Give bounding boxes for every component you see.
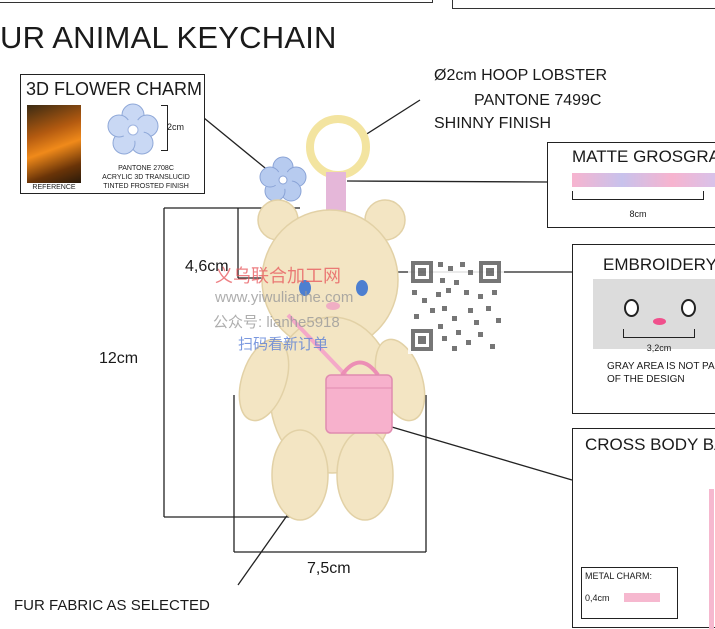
embroidery-note-2: OF THE DESIGN: [607, 374, 685, 385]
head-width-label: 4,6cm: [185, 258, 229, 275]
watermark-line-4: 扫码看新订单: [238, 336, 329, 353]
crossbody-leader-line: [384, 424, 573, 481]
top-right-frame-edge: [452, 0, 715, 9]
metal-charm-size: 0,4cm: [585, 593, 610, 603]
bear-nose: [326, 302, 340, 310]
bear-eye-right: [356, 280, 368, 296]
flower-size: 2cm: [167, 122, 185, 132]
width-label: 7,5cm: [307, 560, 351, 577]
embroidery-eye-left: [624, 299, 639, 317]
flower-charm-illustration: [259, 156, 307, 202]
flower-charm-icon: [107, 103, 159, 155]
crossbody-strap-preview: [709, 489, 714, 629]
flower-charm-box: 3D FLOWER CHARM REFERENCE 2cm PANTONE 27…: [20, 74, 205, 194]
flower-spec-2: ACRYLIC 3D TRANSLUCID: [102, 174, 190, 181]
bear-eye-left: [299, 280, 311, 296]
metal-charm-title: METAL CHARM:: [585, 571, 653, 581]
grosgrain-box: MATTE GROSGRA 8cm: [547, 142, 715, 228]
metal-charm-box: METAL CHARM: 0,4cm: [581, 567, 678, 619]
metal-charm-plate: [624, 593, 660, 602]
crossbody-box: CROSS BODY BA METAL CHARM: 0,4cm: [572, 428, 715, 629]
grosgrain-leader-line: [346, 180, 548, 183]
hoop-line-3: SHINNY FINISH: [434, 115, 552, 132]
hoop-line-1: Ø2cm HOOP LOBSTER: [434, 67, 608, 84]
embroidery-nose: [653, 318, 666, 325]
hoop-ring: [306, 115, 370, 179]
height-label: 12cm: [99, 350, 139, 367]
grosgrain-size: 8cm: [629, 209, 647, 219]
grosgrain-ribbon: [572, 173, 715, 187]
flower-spec-1: PANTONE 2708C: [118, 165, 174, 172]
flower-leader-line: [203, 117, 271, 173]
keychain-illustration: [238, 115, 426, 521]
hoop-leader-line: [361, 99, 421, 138]
top-left-frame-edge: [0, 0, 433, 3]
embroidery-face: [593, 279, 715, 349]
reference-photo: [27, 105, 81, 183]
embroidery-note-1: GRAY AREA IS NOT PA: [607, 361, 715, 372]
embroidery-size: 3,2cm: [646, 343, 672, 353]
crossbody-bag: [325, 360, 393, 434]
watermark-qr-code: [408, 258, 504, 354]
embroidery-title: EMBROIDERY: [603, 255, 715, 274]
flower-size-bracket: [161, 105, 168, 151]
grosgrain-title: MATTE GROSGRA: [572, 147, 715, 166]
watermark-line-2: www.yiwulianhe.com: [215, 289, 354, 306]
embroidery-dim: [623, 329, 695, 338]
embroidery-eye-right: [681, 299, 696, 317]
reference-label: REFERENCE: [32, 184, 76, 191]
flower-spec-3: TINTED FROSTED FINISH: [103, 183, 189, 190]
grosgrain-dim: [572, 191, 704, 200]
watermark-line-3: 公众号: lianhe5918: [213, 314, 340, 331]
watermark-line-1: 义乌联合加工网: [215, 266, 341, 286]
embroidery-box: EMBROIDERY 3,2cm GRAY AREA IS NOT PA OF …: [572, 244, 715, 414]
crossbody-title: CROSS BODY BA: [585, 435, 715, 454]
page-title: UR ANIMAL KEYCHAIN: [0, 20, 337, 55]
flower-box-title: 3D FLOWER CHARM: [26, 79, 203, 99]
fur-fabric-label: FUR FABRIC AS SELECTED: [14, 597, 210, 614]
hoop-line-2: PANTONE 7499C: [474, 92, 602, 109]
